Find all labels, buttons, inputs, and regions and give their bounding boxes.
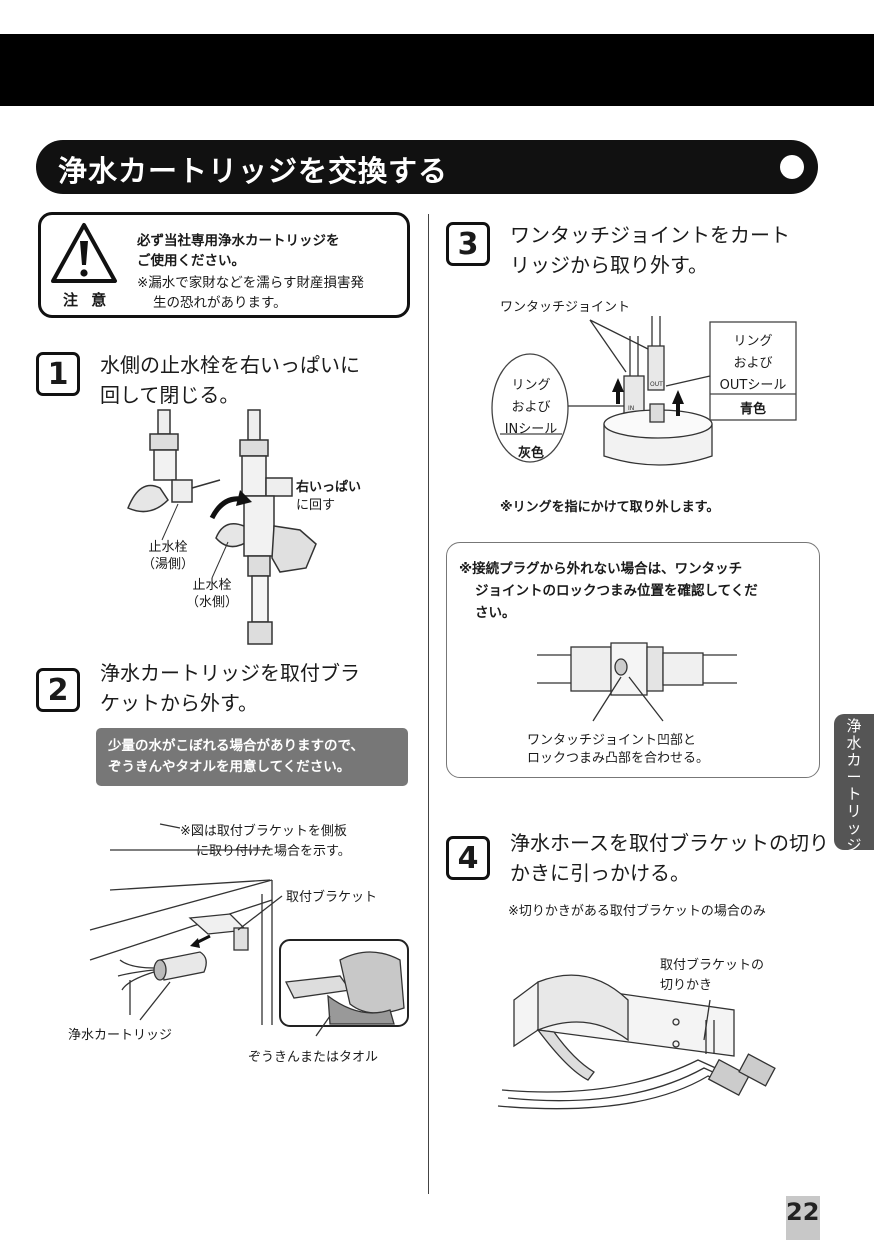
right-full-label: 右いっぱい	[296, 480, 362, 495]
step-1-title-line2: 回して閉じる。	[100, 383, 240, 407]
in-ring-label-3: INシール	[504, 422, 558, 437]
lock-caption-line2: ロックつまみ凸部を合わせる。	[527, 751, 710, 766]
side-tab-char: カ	[846, 751, 862, 769]
step-3-title-line1: ワンタッチジョイントをカート	[510, 223, 790, 247]
side-tab-char: ッ	[846, 819, 862, 837]
page-number: 22	[786, 1198, 820, 1226]
in-ring-color: 灰色	[517, 446, 544, 461]
out-ring-label-3: OUTシール	[719, 378, 787, 393]
notch-label-2: 切りかき	[660, 978, 713, 993]
joint-removal-illustration: IN OUT	[491, 316, 797, 466]
lock-note-line1: ※接続プラグから外れない場合は、ワンタッチ	[459, 561, 743, 577]
cartridge-label: 浄水カートリッジ	[68, 1028, 173, 1043]
step-2-title-line2: ケットから外す。	[100, 691, 258, 715]
towel-note: 少量の水がこぼれる場合がありますので、 ぞうきんやタオルを用意してください。	[96, 728, 408, 786]
in-ring-label-2: および	[511, 400, 551, 415]
water-valve-label: 止水栓	[192, 578, 232, 593]
side-tab-char: ー	[846, 768, 862, 786]
step-1-number: 1	[36, 352, 80, 396]
joint-lock-illustration	[537, 642, 737, 722]
step-1-title-line1: 水側の止水栓を右いっぱいに	[100, 353, 360, 377]
side-tab-char: ト	[846, 785, 862, 803]
towel-label: ぞうきんまたはタオル	[248, 1050, 379, 1065]
step-4-title-line1: 浄水ホースを取付ブラケットの切り	[510, 831, 829, 855]
towel-note-line2: ぞうきんやタオルを用意してください。	[108, 759, 351, 775]
side-tab-char: リ	[846, 802, 862, 820]
out-ring-color: 青色	[739, 402, 766, 417]
towel-note-line1: 少量の水がこぼれる場合がありますので、	[108, 738, 364, 754]
hot-valve-label: 止水栓	[148, 540, 188, 555]
side-tab-char: 水	[846, 734, 862, 752]
caution-text-2: ご使用ください。	[137, 253, 245, 269]
header-bar	[0, 34, 874, 106]
side-tab-char: ジ	[846, 836, 862, 854]
caution-box: 注 意 必ず当社専用浄水カートリッジを ご使用ください。 ※漏水で家財などを濡ら…	[38, 212, 410, 318]
step-4-title-line2: かきに引っかける。	[510, 861, 690, 885]
turn-label: に回す	[296, 498, 336, 513]
step-2-title-line1: 浄水カートリッジを取付ブラ	[100, 661, 360, 685]
ring-removal-note: ※リングを指にかけて取り外します。	[500, 500, 720, 515]
water-valve-sub-label: （水側）	[185, 595, 238, 610]
bracket-label: 取付ブラケット	[286, 890, 378, 905]
joint-label: ワンタッチジョイント	[500, 300, 631, 315]
lock-caption-line1: ワンタッチジョイント凹部と	[527, 733, 697, 748]
step-4-number: 4	[446, 836, 490, 880]
page-title: 浄水カートリッジを交換する	[58, 154, 449, 188]
lock-note-line2: ジョイントのロックつまみ位置を確認してくだ	[475, 583, 758, 599]
in-marker: IN	[628, 405, 634, 412]
figure-note-line2: に取り付けた場合を示す。	[196, 844, 351, 859]
hose-bracket-illustration	[497, 974, 776, 1110]
caution-text-3: ※漏水で家財などを濡らす財産損害発	[137, 275, 365, 291]
side-tab-char: 浄	[846, 717, 862, 735]
in-ring-label-1: リング	[511, 378, 551, 393]
chapter-side-tab: 浄 水 カ ー ト リ ッ ジ	[834, 714, 874, 854]
notch-label-1: 取付ブラケットの	[660, 958, 765, 973]
cartridge-removal-illustration	[89, 823, 409, 1037]
title-dot-icon	[780, 155, 804, 179]
warning-triangle-icon	[51, 223, 117, 283]
out-marker: OUT	[650, 381, 663, 388]
step-3-number: 3	[446, 222, 490, 266]
section-title-bar: 浄水カートリッジを交換する	[36, 140, 818, 194]
notch-only-note: ※切りかきがある取付ブラケットの場合のみ	[508, 904, 766, 919]
caution-text-1: 必ず当社専用浄水カートリッジを	[137, 233, 340, 249]
valve-illustration	[127, 409, 317, 645]
step-2-number: 2	[36, 668, 80, 712]
column-divider	[428, 214, 429, 1194]
caution-label: 注 意	[63, 291, 111, 309]
figure-note-line1: ※図は取付ブラケットを側板	[180, 824, 347, 839]
hot-valve-sub-label: （湯側）	[141, 557, 194, 572]
out-ring-label-1: リング	[733, 334, 773, 349]
lock-note-line3: さい。	[475, 605, 516, 621]
step-3-title-line2: リッジから取り外す。	[510, 253, 708, 277]
page-number-bg	[786, 1196, 820, 1240]
out-ring-label-2: および	[733, 356, 773, 371]
caution-text-4: 生の恐れがあります。	[153, 295, 287, 311]
lock-note-box: ※接続プラグから外れない場合は、ワンタッチ ジョイントのロックつまみ位置を確認し…	[446, 542, 820, 778]
